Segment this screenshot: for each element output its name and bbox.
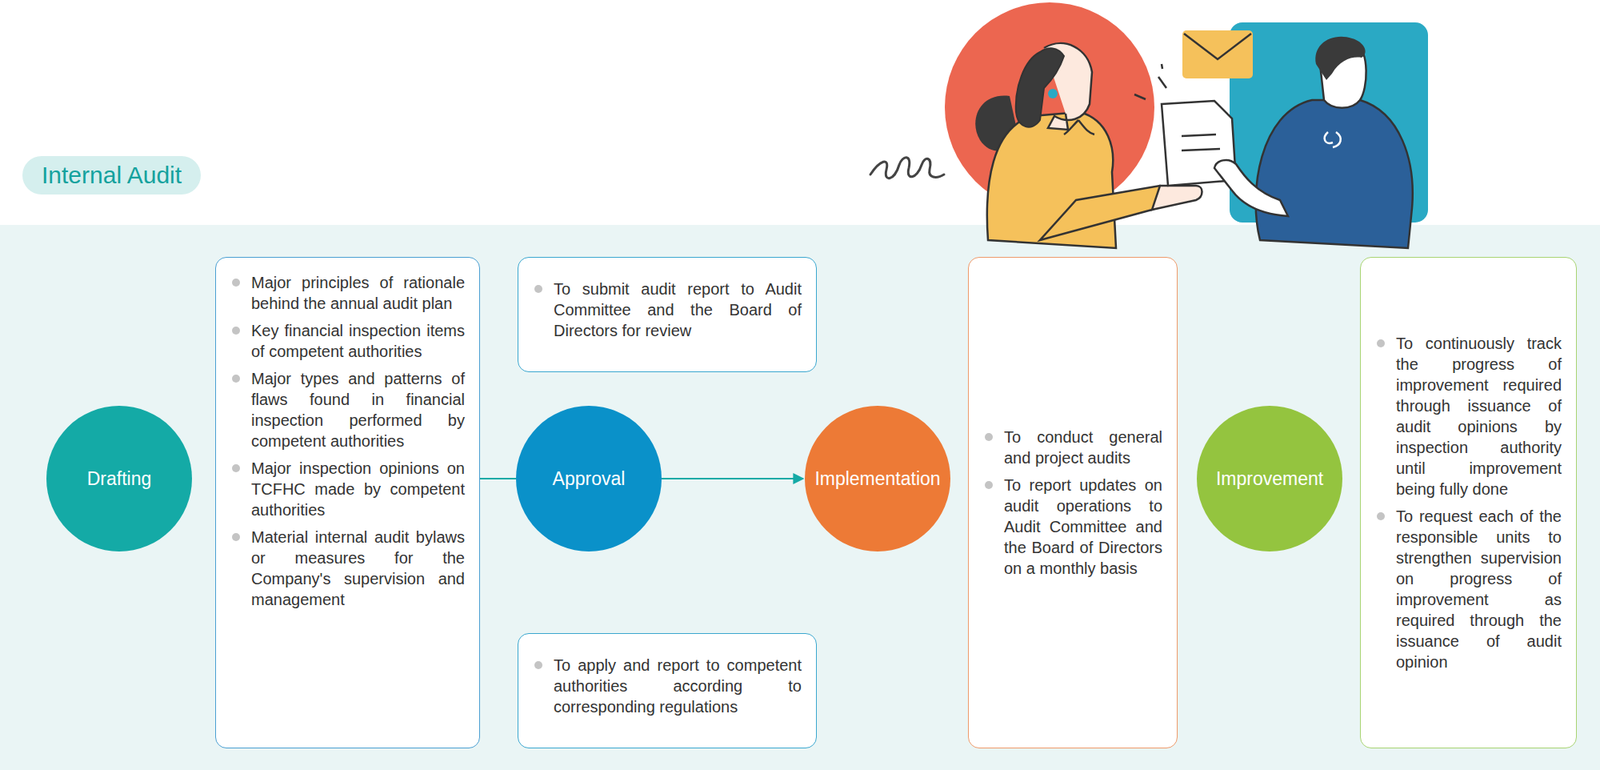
stage-label: Approval	[552, 468, 626, 490]
bullet-text: Major inspection opinions on TCFHC made …	[230, 457, 465, 520]
stage-circle: Approval	[516, 405, 662, 552]
stage-label: Implementation	[814, 468, 940, 490]
bullet-text: To continuously track the progress of im…	[1375, 332, 1562, 500]
stage-label: Drafting	[87, 468, 152, 490]
bullet-text: To report updates on audit operations to…	[983, 474, 1163, 579]
stage-circle: Implementation	[804, 405, 951, 552]
bullet-text: To submit audit report to Audit Committe…	[532, 278, 802, 341]
bullet-text: Key financial inspection items of compet…	[230, 320, 465, 362]
flow-connector	[661, 477, 804, 480]
flow-connector	[480, 477, 516, 480]
stage-circle: Drafting	[46, 405, 192, 552]
detail-box: To continuously track the progress of im…	[1360, 256, 1577, 748]
detail-box: Major principles of rationale behind the…	[215, 256, 480, 748]
stage-circle: Improvement	[1196, 405, 1343, 552]
illustration	[0, 0, 1600, 264]
bullet-text: Major principles of rationale behind the…	[230, 272, 465, 314]
bullet-text: To conduct general and project audits	[983, 426, 1163, 468]
section-title: Internal Audit	[22, 156, 201, 195]
bullet-text: Major types and patterns of flaws found …	[230, 368, 465, 452]
detail-box: To conduct general and project audits To …	[968, 256, 1178, 748]
bullet-text: To request each of the responsible units…	[1375, 505, 1562, 672]
detail-box: To submit audit report to Audit Committe…	[517, 256, 817, 372]
bullet-text: To apply and report to competent authori…	[532, 654, 802, 717]
detail-box: To apply and report to competent authori…	[517, 632, 817, 748]
bullet-text: Material internal audit bylaws or measur…	[230, 526, 465, 610]
stage-label: Improvement	[1216, 468, 1324, 490]
